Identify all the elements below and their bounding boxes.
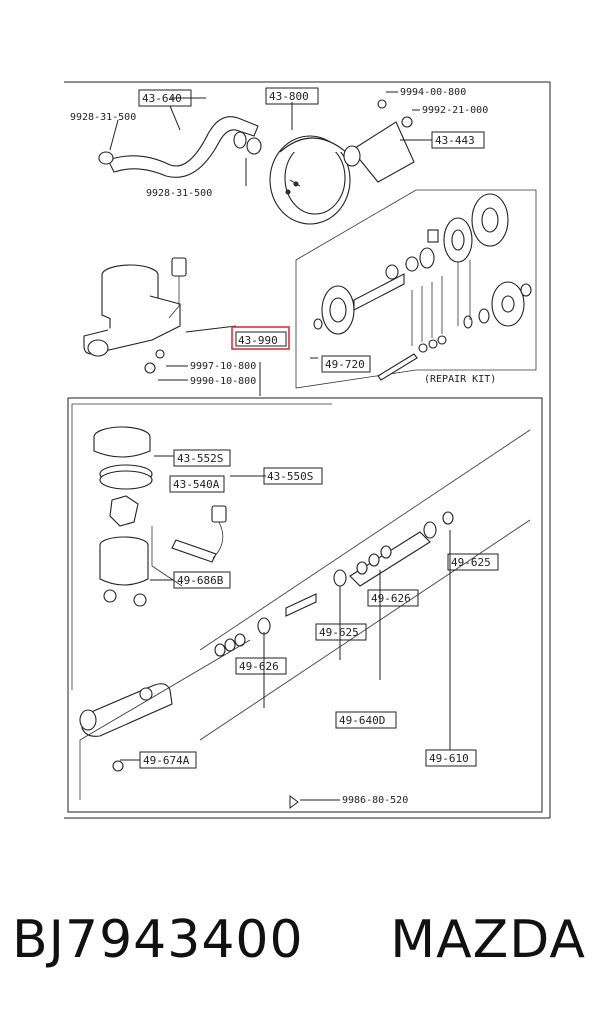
label-49-674a: 49-674A — [143, 754, 190, 767]
label-43-640: 43-640 — [142, 92, 182, 105]
master-cylinder-detail-frame — [67, 362, 543, 813]
label-49-626-right: 49-626 — [371, 592, 411, 605]
label-9992-21-000: 9992-21-000 — [422, 105, 488, 116]
label-9986-80-520: 9986-80-520 — [342, 795, 408, 806]
label-49-686b: 49-686B — [177, 574, 224, 587]
label-49-720: 49-720 — [325, 358, 365, 371]
label-49-610: 49-610 — [429, 752, 469, 765]
label-9997-10-800: 9997-10-800 — [190, 361, 256, 372]
label-43-443: 43-443 — [435, 134, 475, 147]
vacuum-hose-illustration — [98, 116, 262, 178]
repair-kit-group — [295, 189, 537, 389]
part-labels: 43-640 43-800 43-443 43-990 49-720 43-55… — [138, 87, 499, 769]
master-cylinder-assembly-illustration — [83, 257, 237, 374]
label-49-626-left: 49-626 — [239, 660, 279, 673]
label-43-800: 43-800 — [269, 90, 309, 103]
part-number: BJ7943400 — [12, 910, 304, 970]
label-9994-00-800: 9994-00-800 — [400, 87, 466, 98]
highlight-box — [231, 326, 290, 350]
reservoir-parts-illustration — [93, 426, 227, 607]
label-9990-10-800: 9990-10-800 — [190, 376, 256, 387]
parts-diagram: 43-640 43-800 43-443 43-990 49-720 43-55… — [64, 81, 551, 819]
hardware-labels: 9994-00-800 9992-21-000 9928-31-500 9928… — [70, 87, 496, 806]
caption-bar: BJ7943400 MAZDA — [0, 895, 600, 985]
repair-kit-label: (REPAIR KIT) — [424, 374, 496, 385]
label-43-550s: 43-550S — [267, 470, 313, 483]
label-49-625-mid: 49-625 — [319, 626, 359, 639]
label-9928-31-500-top: 9928-31-500 — [70, 112, 136, 123]
diagram-frame — [64, 81, 551, 819]
brake-booster-illustration — [269, 99, 439, 243]
cylinder-internals-illustration — [79, 429, 531, 809]
brand-name: MAZDA — [390, 910, 586, 970]
label-49-640d: 49-640D — [339, 714, 385, 727]
label-9928-31-500-bottom: 9928-31-500 — [146, 188, 212, 199]
leader-lines — [109, 91, 451, 801]
label-43-990: 43-990 — [238, 334, 278, 347]
label-43-552s: 43-552S — [177, 452, 223, 465]
label-43-540a: 43-540A — [173, 478, 220, 491]
label-49-625-right: 49-625 — [451, 556, 491, 569]
